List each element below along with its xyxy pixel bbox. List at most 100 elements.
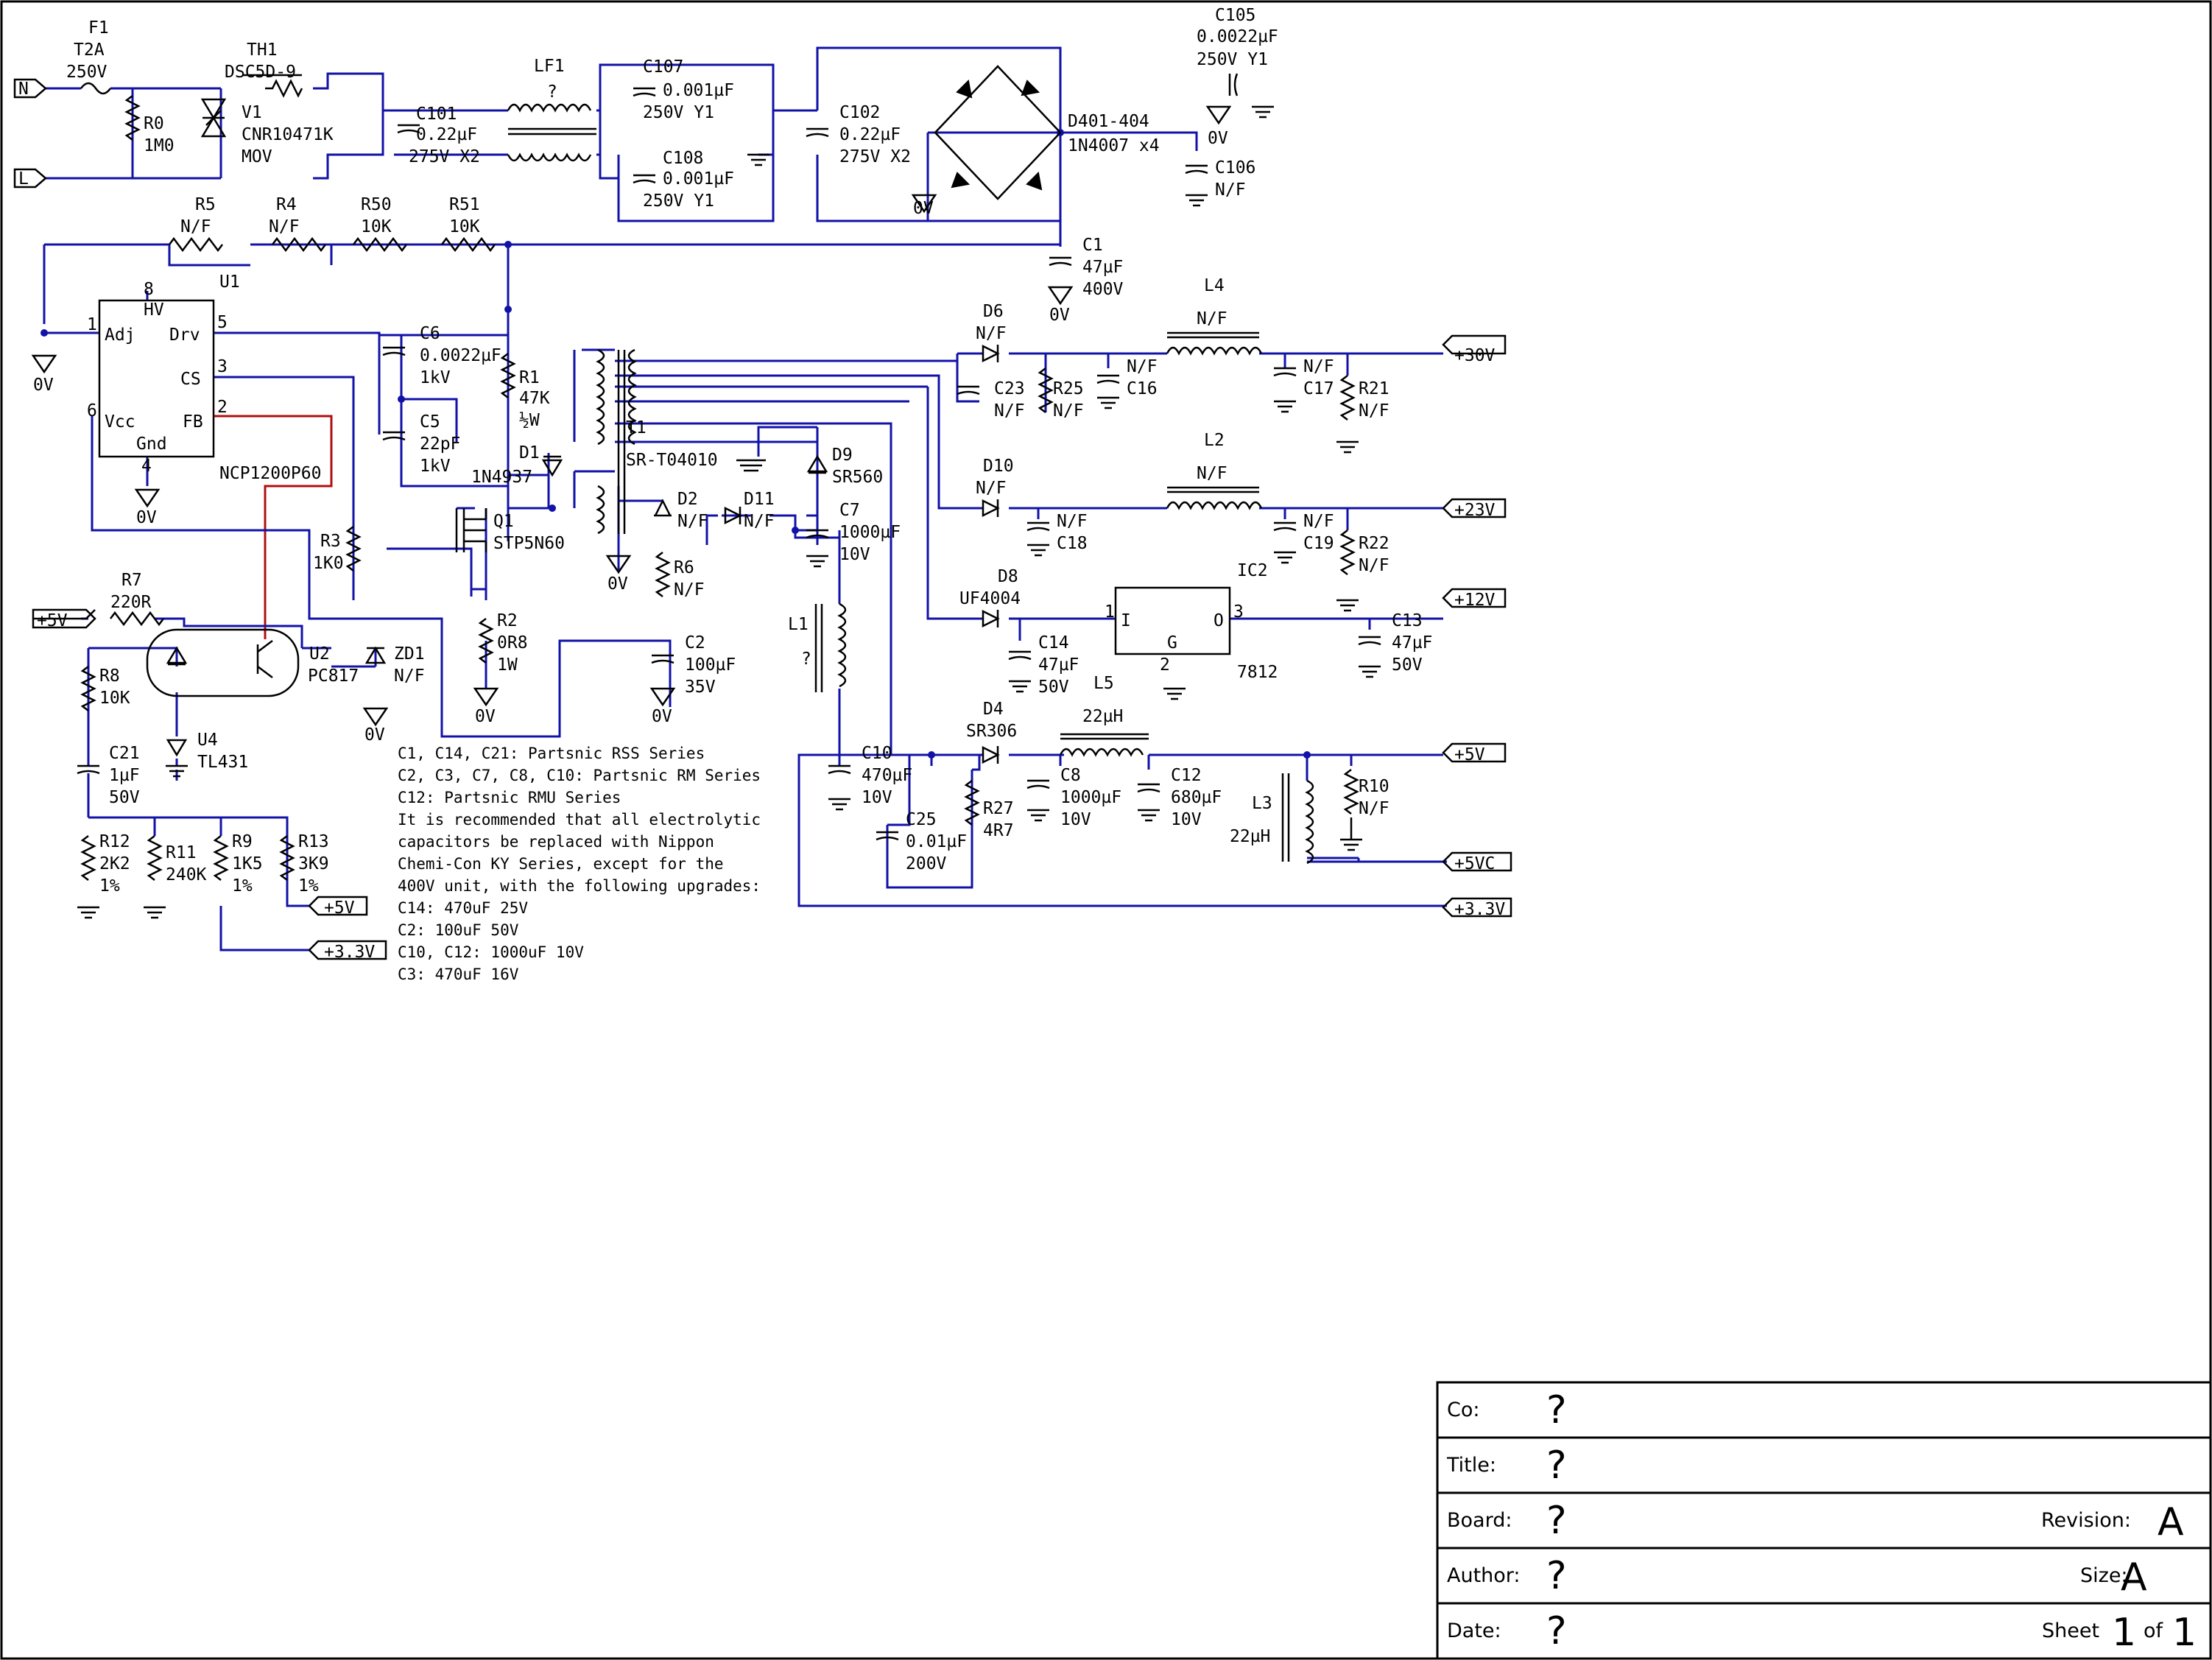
note-line: capacitors be replaced with Nippon [398, 833, 714, 851]
tb-title-value: ? [1546, 1443, 1567, 1488]
tb-sheet-value: 1 [2112, 1611, 2136, 1655]
r51-v1: 10K [449, 217, 480, 236]
c2-ref: C2 [685, 633, 705, 653]
r1-v1: 47K [519, 389, 550, 408]
note-line: 400V unit, with the following upgrades: [398, 877, 761, 895]
t1-v1: SR-T04010 [626, 451, 718, 470]
d2-v1: N/F [677, 512, 708, 531]
c2-v1: 100µF [685, 655, 736, 675]
r2-v1: 0R8 [497, 633, 528, 653]
r2-ref: R2 [497, 611, 518, 630]
note-line: It is recommended that all electrolytic [398, 811, 761, 829]
lf1-ref: LF1 [534, 57, 565, 76]
d4-ref: D4 [983, 700, 1004, 719]
c13-v2: 50V [1392, 655, 1423, 675]
v1-ref: V1 [242, 103, 262, 122]
zd1-v1: N/F [394, 667, 425, 686]
u1-pin-gnd: Gnd [136, 435, 167, 454]
tb-of-label: of [2144, 1619, 2164, 1642]
d9-v1: SR560 [832, 468, 883, 487]
c10-ref: C10 [862, 744, 892, 763]
r3-v1: 1K0 [313, 554, 344, 573]
r7-ref: R7 [121, 571, 142, 590]
u1-pinnum-8: 8 [144, 280, 154, 299]
tb-author-value: ? [1546, 1554, 1567, 1598]
r21-ref: R21 [1359, 379, 1389, 398]
c13-v1: 47µF [1392, 633, 1432, 653]
r3-ref: R3 [320, 532, 341, 551]
f1-v2: 250V [66, 63, 108, 82]
d8-v1: UF4004 [959, 589, 1021, 608]
c2-v2: 35V [685, 678, 716, 697]
tb-author-label: Author: [1447, 1564, 1521, 1587]
r27-ref: R27 [983, 799, 1014, 818]
port-12v-label: +12V [1454, 591, 1496, 610]
u1-ref: U1 [219, 272, 240, 292]
u1-pin-cs: CS [180, 370, 201, 389]
l2-v1: N/F [1197, 464, 1227, 483]
c21-v2: 50V [109, 788, 140, 807]
c25-v2: 200V [906, 854, 947, 873]
tb-date-label: Date: [1447, 1619, 1501, 1642]
u1-pinnum-3: 3 [217, 357, 228, 376]
r6-ref: R6 [674, 558, 694, 577]
junction-dots [40, 129, 1311, 759]
gnd-label: 0V [475, 707, 496, 726]
d401-v1: 1N4007 x4 [1068, 136, 1160, 155]
r13-v1: 3K9 [298, 854, 329, 873]
c5-v1: 22pF [420, 435, 460, 454]
tb-revision-value: A [2158, 1500, 2184, 1544]
r25-ref: R25 [1053, 379, 1084, 398]
wires [43, 46, 1447, 952]
note-line: C3: 470uF 16V [398, 966, 519, 983]
c6-ref: C6 [420, 324, 440, 343]
port-l-label: L [18, 169, 29, 189]
u1-pin-hv: HV [144, 300, 164, 320]
c21-v1: 1µF [109, 766, 140, 785]
d10-v1: N/F [976, 479, 1007, 498]
c10-v2: 10V [862, 788, 892, 807]
note-line: C1, C14, C21: Partsnic RSS Series [398, 745, 705, 762]
port-in5v-label: +5V [37, 611, 68, 630]
port-3v3-label: +3.3V [1454, 900, 1505, 919]
r21-v1: N/F [1359, 401, 1389, 421]
c16-ref: C16 [1127, 379, 1158, 398]
d1-ref: D1 [519, 443, 540, 463]
d401-ref: D401-404 [1068, 112, 1149, 131]
r12-v1: 2K2 [99, 854, 130, 873]
c8-v2: 10V [1060, 810, 1091, 829]
c23-ref: C23 [994, 379, 1025, 398]
c107-v2: 250V Y1 [643, 103, 714, 122]
tb-board-label: Board: [1447, 1509, 1512, 1532]
tb-size-label: Size: [2080, 1564, 2128, 1587]
c105-v1: 0.0022µF [1197, 27, 1278, 46]
u1-pin-adj: Adj [105, 326, 135, 345]
c18-v1: N/F [1057, 512, 1088, 531]
t1-ref: T1 [626, 418, 647, 437]
q1-v1: STP5N60 [493, 534, 565, 553]
u1-pinnum-2: 2 [217, 398, 228, 417]
d11-v1: N/F [744, 512, 775, 531]
r4-ref: R4 [276, 195, 297, 214]
title-block: Co: ? Title: ? Board: ? Revision: A Auth… [1436, 1381, 2212, 1660]
c108-v1: 0.001µF [663, 169, 734, 189]
gnd-label: 0V [913, 199, 934, 218]
l3-ref: L3 [1252, 794, 1272, 813]
d11-ref: D11 [744, 490, 775, 509]
note-line: C2, C3, C7, C8, C10: Partsnic RM Series [398, 767, 761, 784]
c14-v2: 50V [1038, 678, 1069, 697]
tb-sheet-label: Sheet [2042, 1619, 2099, 1642]
c108-ref: C108 [663, 149, 703, 168]
c6-v2: 1kV [420, 368, 451, 387]
r13-ref: R13 [298, 832, 329, 851]
port-n-label: N [18, 80, 29, 99]
c7-ref: C7 [839, 501, 860, 520]
u1-pinnum-6: 6 [87, 401, 97, 421]
c102-v2: 275V X2 [839, 147, 911, 166]
c1-ref: C1 [1082, 236, 1103, 255]
r7-v1: 220R [110, 593, 152, 612]
r5-v1: N/F [180, 217, 211, 236]
c8-v1: 1000µF [1060, 788, 1121, 807]
l5b-v1: 22µH [1082, 707, 1123, 726]
